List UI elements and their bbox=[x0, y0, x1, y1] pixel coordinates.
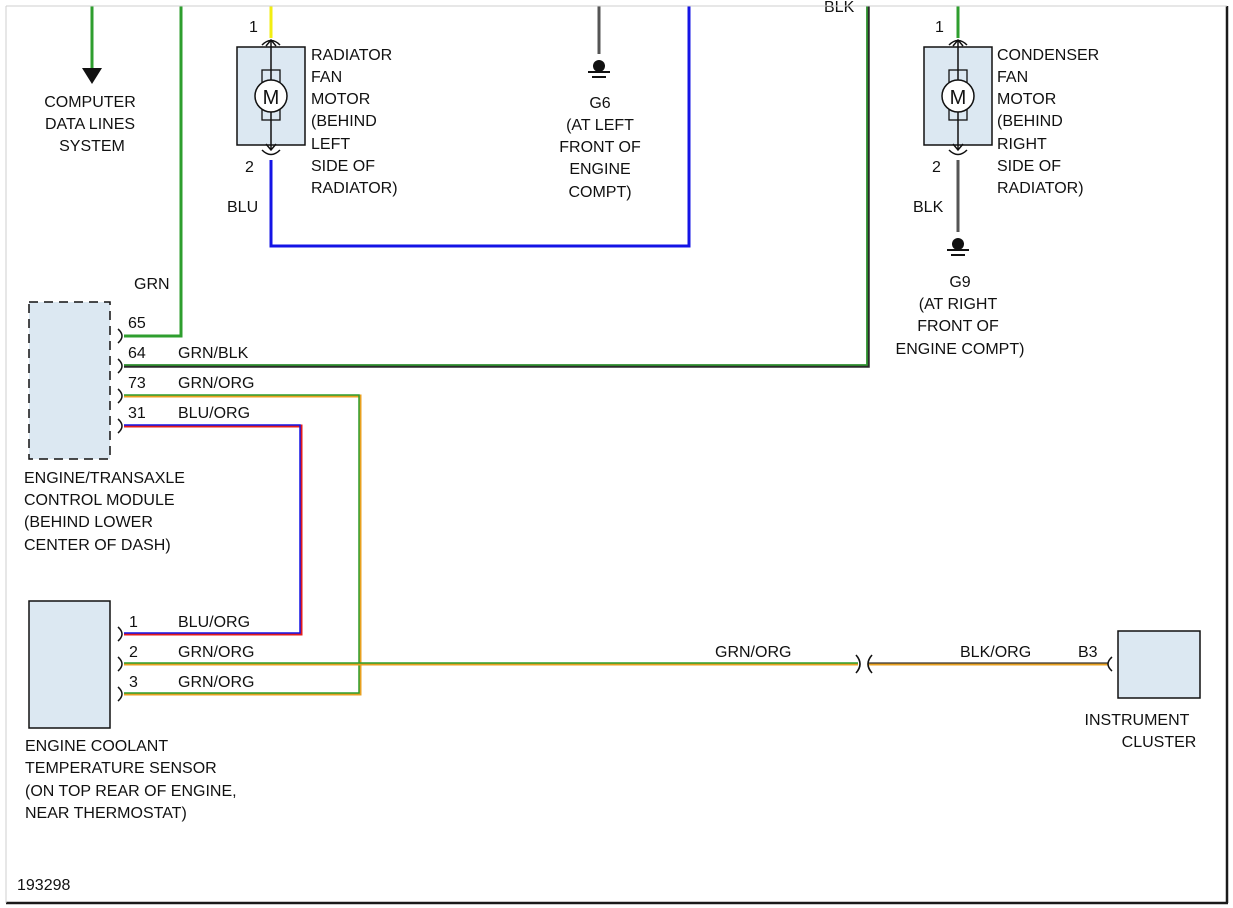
svg-text:FRONT OF: FRONT OF bbox=[559, 139, 641, 156]
svg-text:ENGINE/TRANSAXLE: ENGINE/TRANSAXLE bbox=[24, 470, 185, 487]
svg-text:CONTROL MODULE: CONTROL MODULE bbox=[24, 492, 175, 509]
wire-grn-blk-ecm-64 bbox=[124, 6, 870, 368]
svg-text:ENGINE: ENGINE bbox=[569, 161, 630, 178]
computer-data-lines-label: COMPUTER DATA LINES SYSTEM bbox=[44, 94, 136, 155]
wire-grn-ecm-65 bbox=[124, 6, 183, 338]
ecm-label: ENGINE/TRANSAXLE CONTROL MODULE (BEHIND … bbox=[24, 470, 185, 554]
cluster-wire-left-label: GRN/ORG bbox=[715, 644, 791, 661]
wire-blu-radiator-fan bbox=[269, 6, 691, 248]
ground-g9-icon bbox=[947, 238, 969, 256]
ect-sensor-label: ENGINE COOLANT TEMPERATURE SENSOR (ON TO… bbox=[25, 738, 237, 822]
ect-pin-1: 1 bbox=[129, 614, 138, 631]
svg-text:CLUSTER: CLUSTER bbox=[1122, 734, 1197, 751]
top-blk-label: BLK bbox=[824, 0, 855, 16]
wire-grn-org-ecm-73 bbox=[124, 394, 362, 696]
ect-pin-1-wire: BLU/ORG bbox=[178, 614, 250, 631]
svg-text:LEFT: LEFT bbox=[311, 136, 350, 153]
motor-icon bbox=[254, 79, 288, 113]
cluster-pin-b3: B3 bbox=[1078, 644, 1098, 661]
ecm-pin-connectors bbox=[117, 328, 123, 434]
wire-grn-org-ecm-73-stripe bbox=[124, 394, 360, 694]
svg-text:COMPUTER: COMPUTER bbox=[44, 94, 136, 111]
ground-g6-icon bbox=[588, 60, 610, 78]
radiator-fan-wire-label: BLU bbox=[227, 199, 258, 216]
svg-text:FAN: FAN bbox=[997, 69, 1028, 86]
svg-text:TEMPERATURE SENSOR: TEMPERATURE SENSOR bbox=[25, 760, 217, 777]
ecm-grn-wire-label: GRN bbox=[134, 276, 170, 293]
engine-transaxle-control-module bbox=[28, 301, 111, 460]
engine-coolant-temperature-sensor bbox=[28, 600, 111, 729]
svg-text:CENTER OF DASH): CENTER OF DASH) bbox=[24, 537, 171, 554]
svg-text:FAN: FAN bbox=[311, 69, 342, 86]
svg-text:FRONT OF: FRONT OF bbox=[917, 318, 999, 335]
arrow-down-icon bbox=[82, 68, 102, 84]
wire-grn-blk-ecm-64-color bbox=[124, 6, 868, 366]
svg-text:ENGINE COMPT): ENGINE COMPT) bbox=[896, 341, 1025, 358]
cluster-wire-right-label: BLK/ORG bbox=[960, 644, 1031, 661]
radiator-fan-symbol: M bbox=[263, 87, 280, 109]
svg-text:G9: G9 bbox=[949, 274, 970, 291]
svg-text:RIGHT: RIGHT bbox=[997, 136, 1047, 153]
svg-text:INSTRUMENT: INSTRUMENT bbox=[1085, 712, 1190, 729]
radiator-fan-label: RADIATOR FAN MOTOR (BEHIND LEFT SIDE OF … bbox=[311, 47, 398, 197]
svg-text:NEAR THERMOSTAT): NEAR THERMOSTAT) bbox=[25, 805, 187, 822]
ground-g9-label: G9 (AT RIGHT FRONT OF ENGINE COMPT) bbox=[896, 274, 1025, 358]
condenser-fan-pin-2: 2 bbox=[932, 159, 941, 176]
svg-text:(AT LEFT: (AT LEFT bbox=[566, 117, 634, 134]
ecm-pin-31-wire: BLU/ORG bbox=[178, 405, 250, 422]
svg-text:SYSTEM: SYSTEM bbox=[59, 138, 125, 155]
condenser-fan-pin-1: 1 bbox=[935, 19, 944, 36]
ect-pin-2: 2 bbox=[129, 644, 138, 661]
cluster-pin-connector bbox=[1107, 656, 1113, 672]
svg-text:RADIATOR): RADIATOR) bbox=[311, 180, 398, 197]
instrument-cluster-label: INSTRUMENT CLUSTER bbox=[1085, 712, 1197, 751]
ground-g6-label: G6 (AT LEFT FRONT OF ENGINE COMPT) bbox=[559, 95, 641, 201]
svg-text:RADIATOR): RADIATOR) bbox=[997, 180, 1084, 197]
svg-text:ENGINE COOLANT: ENGINE COOLANT bbox=[25, 738, 168, 755]
condenser-fan-symbol: M bbox=[950, 87, 967, 109]
svg-text:SIDE OF: SIDE OF bbox=[311, 158, 375, 175]
svg-text:(BEHIND LOWER: (BEHIND LOWER bbox=[24, 514, 153, 531]
ect-pin-3: 3 bbox=[129, 674, 138, 691]
svg-text:(BEHIND: (BEHIND bbox=[311, 113, 377, 130]
ect-pin-3-wire: GRN/ORG bbox=[178, 674, 254, 691]
wire-blu-org-ecm-31 bbox=[124, 424, 303, 636]
svg-text:MOTOR: MOTOR bbox=[997, 91, 1056, 108]
ecm-pin-31: 31 bbox=[128, 405, 146, 422]
ecm-pin-73: 73 bbox=[128, 375, 146, 392]
ecm-pin-64-wire: GRN/BLK bbox=[178, 345, 249, 362]
condenser-fan-wire-label: BLK bbox=[913, 199, 944, 216]
svg-text:MOTOR: MOTOR bbox=[311, 91, 370, 108]
motor-icon bbox=[941, 79, 975, 113]
radiator-fan-pin-1: 1 bbox=[249, 19, 258, 36]
svg-text:(AT RIGHT: (AT RIGHT bbox=[919, 296, 998, 313]
svg-text:DATA LINES: DATA LINES bbox=[45, 116, 135, 133]
svg-text:RADIATOR: RADIATOR bbox=[311, 47, 392, 64]
ect-pin-connectors bbox=[117, 626, 123, 702]
svg-text:SIDE OF: SIDE OF bbox=[997, 158, 1061, 175]
radiator-fan-motor: M bbox=[236, 38, 306, 156]
svg-text:(BEHIND: (BEHIND bbox=[997, 113, 1063, 130]
svg-text:(ON TOP REAR OF ENGINE,: (ON TOP REAR OF ENGINE, bbox=[25, 783, 237, 800]
ecm-pin-64: 64 bbox=[128, 345, 146, 362]
ecm-pin-65: 65 bbox=[128, 315, 146, 332]
svg-text:CONDENSER: CONDENSER bbox=[997, 47, 1099, 64]
ecm-pin-73-wire: GRN/ORG bbox=[178, 375, 254, 392]
ect-pin-2-wire: GRN/ORG bbox=[178, 644, 254, 661]
condenser-fan-motor: M bbox=[923, 38, 993, 156]
condenser-fan-label: CONDENSER FAN MOTOR (BEHIND RIGHT SIDE O… bbox=[997, 47, 1099, 197]
radiator-fan-pin-2: 2 bbox=[245, 159, 254, 176]
inline-connector bbox=[855, 654, 873, 674]
svg-text:COMPT): COMPT) bbox=[568, 184, 631, 201]
instrument-cluster bbox=[1117, 630, 1201, 699]
wire-blu-org-ecm-31-stripe bbox=[124, 424, 301, 634]
svg-text:G6: G6 bbox=[589, 95, 610, 112]
figure-id: 193298 bbox=[17, 877, 70, 894]
